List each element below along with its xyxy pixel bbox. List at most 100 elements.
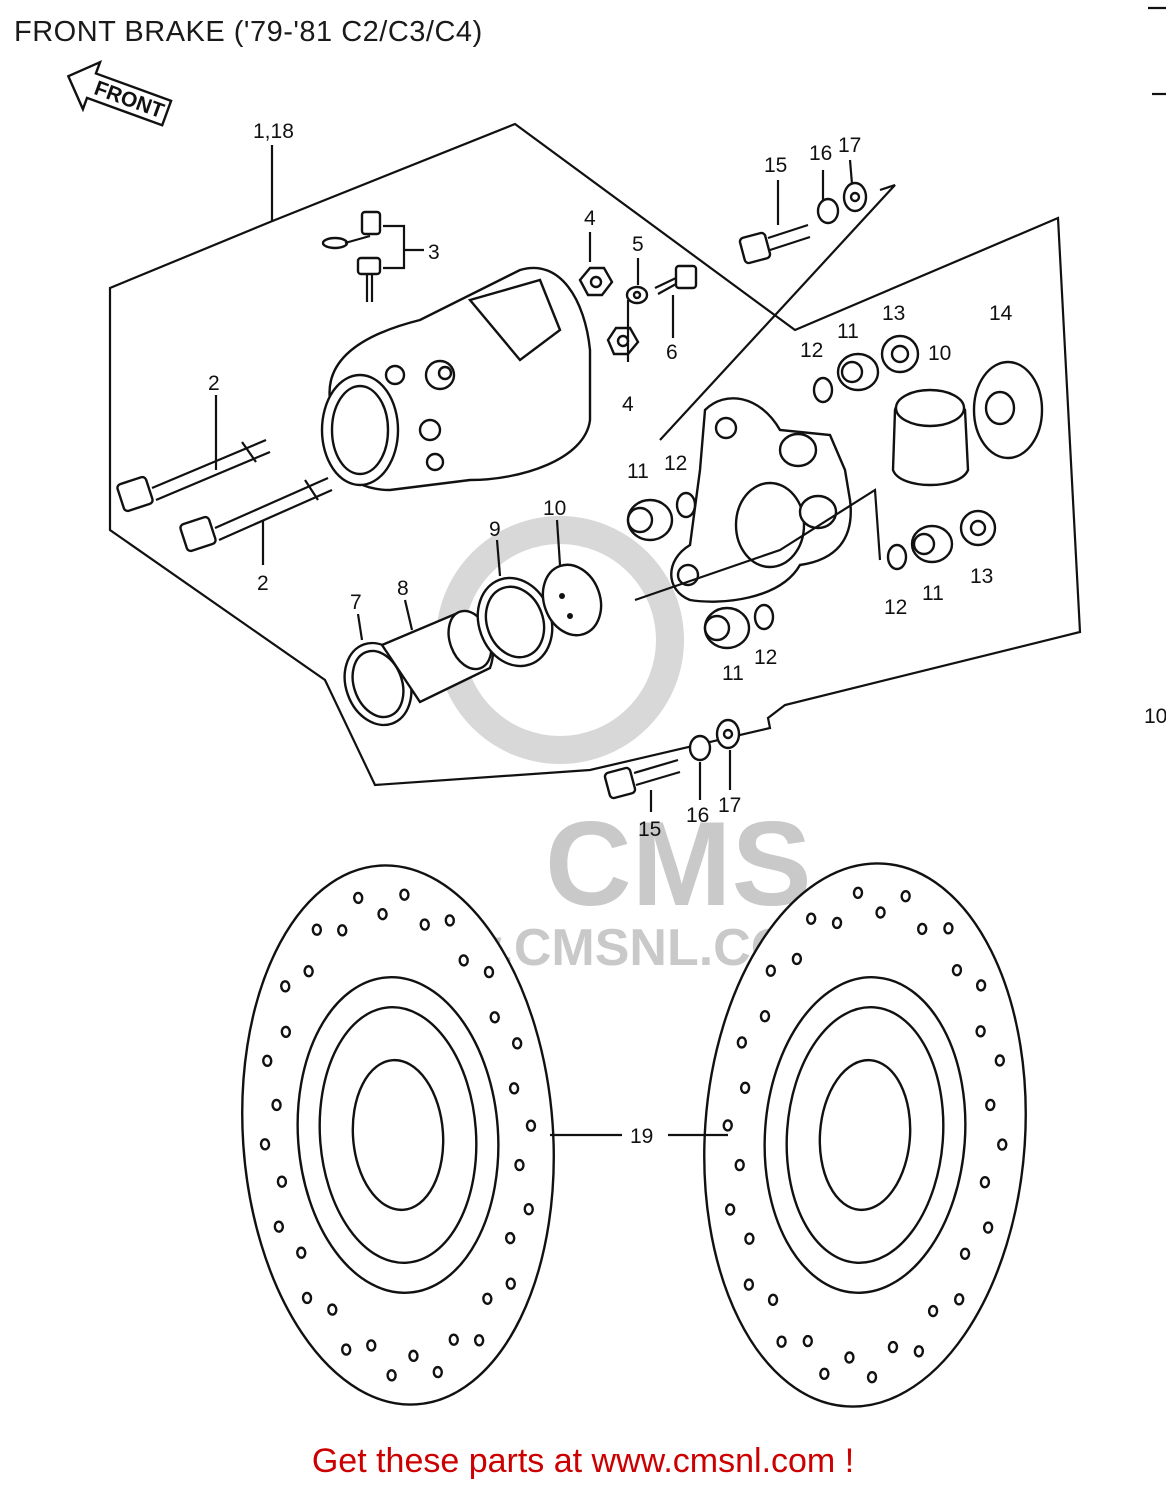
disc-hole	[900, 889, 911, 903]
callout-11-upper: 11	[837, 320, 859, 343]
callout-19: 19	[630, 1125, 653, 1148]
disc-hole	[419, 918, 430, 931]
callout-11-left: 11	[627, 460, 649, 483]
disc-hole	[505, 1277, 516, 1290]
callout-5: 5	[632, 233, 644, 256]
callout-10-right: 10	[928, 342, 951, 365]
caliper-bolt-lower	[179, 476, 333, 553]
disc-hole	[511, 1037, 523, 1050]
disc-hole	[432, 1365, 443, 1379]
drawing-code: 1027	[1144, 705, 1166, 728]
callout-16-upper: 16	[809, 142, 832, 165]
disc-hole	[311, 923, 323, 936]
disc-hole	[736, 1036, 748, 1049]
disc-hole	[386, 1369, 397, 1382]
disc-hole	[508, 1082, 520, 1095]
callout-13-upper: 13	[882, 302, 905, 325]
disc-hole	[337, 924, 348, 937]
boot-11-upper	[836, 352, 880, 392]
nut-lower	[606, 326, 640, 356]
callout-1-18: 1,18	[253, 120, 294, 143]
disc-hole	[875, 906, 886, 919]
disc-hole	[734, 1158, 745, 1172]
disc-hole	[927, 1304, 939, 1318]
callout-13-lower: 13	[970, 565, 993, 588]
disc-hole	[377, 907, 388, 921]
disc-hole	[340, 1343, 352, 1356]
disc-hole	[448, 1333, 459, 1346]
washer	[625, 285, 649, 305]
disc-hole	[724, 1203, 736, 1216]
bleed-valve	[321, 210, 424, 302]
disc-hole	[280, 1025, 292, 1039]
disc-hole	[739, 1081, 751, 1094]
callout-12-left: 12	[664, 452, 687, 475]
ring-12-left	[675, 491, 697, 519]
disc-hole	[805, 912, 817, 925]
mount-bolt-upper	[738, 181, 868, 265]
callout-17-upper: 17	[838, 134, 861, 157]
disc-hole	[273, 1220, 285, 1233]
disc-hole	[276, 1175, 288, 1188]
disc-hole	[259, 1138, 271, 1151]
disc-hole	[982, 1221, 994, 1234]
disc-hole	[767, 1293, 779, 1307]
disc-hole	[975, 979, 987, 992]
callout-7: 7	[350, 591, 362, 614]
corner-marks	[1148, 6, 1166, 96]
caliper-bolt-upper	[116, 438, 271, 513]
callout-3: 3	[428, 241, 440, 264]
nut-upper	[578, 266, 614, 297]
callout-2-lower: 2	[257, 572, 269, 595]
caliper-body	[320, 266, 592, 492]
brake-pad	[541, 563, 603, 637]
disc-hole	[913, 1345, 925, 1358]
callout-15-lower: 15	[638, 818, 661, 841]
disc-hole	[765, 964, 777, 977]
disc-hole	[844, 1351, 855, 1364]
callout-6: 6	[666, 341, 678, 364]
callout-9: 9	[489, 518, 501, 541]
callout-labels: 1,18 3 2 2 4 4 5 6 7 8 9 10 10 11 11 11 …	[208, 120, 1166, 1148]
disc-hole	[979, 1176, 991, 1189]
disc-hole	[482, 1292, 493, 1305]
ring-12-upper	[812, 376, 834, 404]
brake-disc-left	[241, 864, 555, 1406]
callout-2-upper: 2	[208, 372, 220, 395]
boot-11-bottom	[703, 606, 751, 650]
callout-14: 14	[989, 302, 1013, 325]
disc-hole	[301, 1291, 313, 1305]
disc-hole	[399, 888, 410, 901]
disc-hole	[271, 1098, 282, 1112]
disc-hole	[951, 963, 963, 977]
page-title: FRONT BRAKE ('79-'81 C2/C3/C4)	[14, 16, 483, 48]
disc-hole	[353, 891, 364, 905]
ring-12-bottom	[753, 603, 775, 631]
watermark-brand: CMS	[545, 797, 812, 931]
cover-14	[972, 360, 1044, 460]
disc-hole	[866, 1370, 878, 1384]
disc-hole	[523, 1202, 534, 1216]
disc-hole	[802, 1334, 814, 1348]
disc-hole	[959, 1247, 971, 1260]
disc-hole	[280, 980, 291, 993]
disc-hole	[759, 1010, 771, 1023]
disc-hole	[819, 1367, 830, 1381]
disc-hole	[997, 1138, 1008, 1151]
callout-4-lower: 4	[622, 393, 634, 416]
ring-12-right	[886, 543, 908, 571]
mount-bolt-lower	[603, 718, 741, 800]
disc-hole	[483, 965, 495, 979]
washer-13-lower	[959, 509, 997, 547]
disc-hole	[743, 1278, 755, 1291]
callout-16-lower: 16	[686, 804, 709, 827]
callout-11-bottom: 11	[722, 662, 744, 685]
cap-10	[891, 388, 970, 487]
callout-12-upper: 12	[800, 339, 823, 362]
get-parts-link[interactable]: Get these parts at www.cmsnl.com !	[311, 1442, 855, 1480]
front-arrow-icon: FRONT	[66, 59, 173, 127]
disc-hole	[514, 1158, 525, 1172]
disc-hole	[852, 886, 864, 900]
disc-hole	[916, 922, 928, 936]
disc-hole	[408, 1349, 419, 1363]
